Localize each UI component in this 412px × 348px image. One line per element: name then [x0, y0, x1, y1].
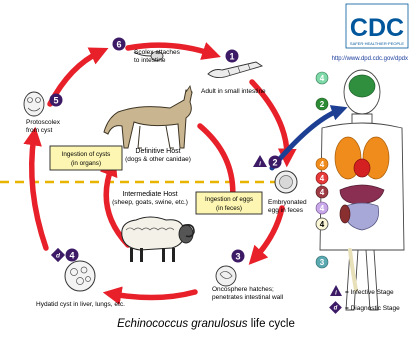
svg-text:4: 4 — [320, 220, 325, 229]
stage-6-label-line-1: Scolex attaches — [134, 49, 181, 56]
ingestion-eggs-line-2: (in feces) — [216, 205, 242, 212]
arrow-2-to-3 — [255, 208, 282, 258]
ingestion-cysts-box: Ingestion of cysts (in organs) — [50, 146, 122, 170]
definitive-host-desc: (dogs & other canidae) — [125, 156, 191, 163]
stage-1-number: 1 — [229, 52, 234, 62]
svg-text:4: 4 — [320, 74, 325, 83]
stage-5-label-line-2: from cyst — [26, 127, 53, 134]
svg-text:2: 2 — [320, 100, 325, 109]
ingestion-cysts-line-2: (in organs) — [71, 160, 101, 167]
source-url: http://www.dpd.cdc.gov/dpdx — [332, 56, 408, 62]
legend-infective-text: = Infective Stage — [345, 289, 394, 296]
caption-rest: life cycle — [248, 318, 295, 330]
logo-tagline: SAFER·HEALTHIER·PEOPLE — [350, 41, 404, 46]
arrow-4-to-5 — [32, 136, 46, 248]
adult-worm-illustration — [208, 62, 262, 78]
intermediate-host-title: Intermediate Host — [122, 191, 177, 198]
arrow-3-to-4 — [112, 292, 195, 298]
stage-2-label-line-1: Embryonated — [268, 199, 307, 206]
svg-text:4: 4 — [320, 204, 325, 213]
svg-text:d: d — [334, 306, 338, 312]
intermediate-host-desc: (sheep, goats, swine, etc.) — [112, 199, 188, 206]
definitive-host-title: Definitive Host — [135, 148, 180, 155]
svg-text:4: 4 — [320, 174, 325, 183]
stage-4-number: 4 — [69, 251, 74, 261]
egg-illustration — [275, 171, 297, 193]
stage-1-label: Adult in small intestine — [201, 88, 266, 95]
stage-6-number: 6 — [116, 40, 121, 50]
protoscolex-illustration — [24, 92, 44, 116]
stage-5-number: 5 — [53, 96, 58, 106]
svg-text:3: 3 — [320, 258, 325, 267]
stage-3-label-line-1: Oncosphere hatches; — [212, 286, 274, 293]
hydatid-cyst-illustration — [65, 261, 95, 291]
legend-diagnostic-text: = Diagnostic Stage — [345, 305, 400, 312]
stage-2-number: 2 — [272, 158, 277, 168]
infective-stage-marker-letter: i — [259, 161, 261, 168]
ingestion-eggs-line-1: Ingestion of eggs — [205, 196, 253, 203]
stage-3-number: 3 — [235, 252, 240, 262]
stage-6-label-line-2: to intestine — [134, 57, 166, 64]
logo-text: CDC — [350, 14, 404, 42]
stage-3-label-line-2: penetrates intestinal wall — [212, 294, 284, 301]
dog-illustration — [104, 86, 192, 148]
svg-text:4: 4 — [320, 160, 325, 169]
stage-2-label-line-2: egg in feces — [268, 207, 304, 214]
svg-text:4: 4 — [320, 188, 325, 197]
ingestion-cysts-line-1: Ingestion of cysts — [62, 151, 111, 158]
figure-caption: Echinococcus granulosus life cycle — [0, 318, 412, 330]
sheep-illustration — [122, 217, 194, 262]
legend: i = Infective Stage d = Diagnostic Stage — [329, 285, 400, 314]
stage-5-label-line-1: Protoscolex — [26, 119, 61, 126]
human-body-illustration — [320, 70, 404, 310]
oncosphere-illustration — [216, 266, 236, 286]
caption-species: Echinococcus granulosus — [117, 318, 247, 330]
stage-4-label: Hydatid cyst in liver, lungs, etc. — [36, 301, 125, 308]
cdc-logo: CDC SAFER·HEALTHIER·PEOPLE — [346, 4, 408, 48]
ingestion-eggs-box: Ingestion of eggs (in feces) — [196, 192, 262, 214]
